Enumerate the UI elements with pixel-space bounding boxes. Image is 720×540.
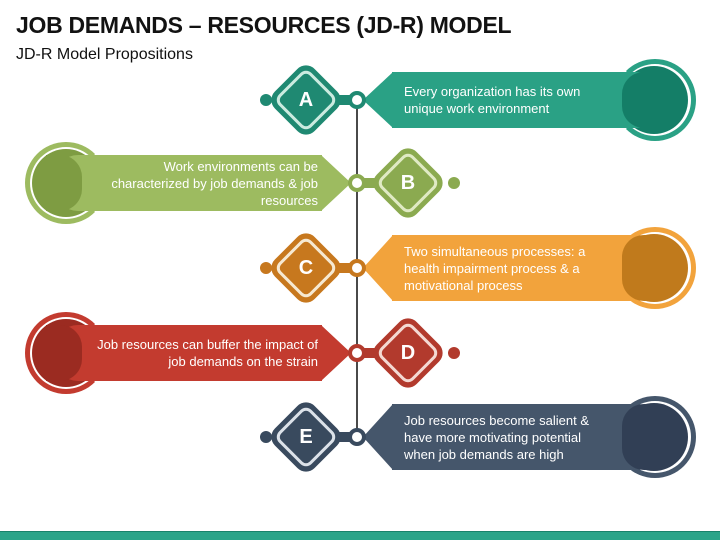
end-ring-arc	[25, 312, 107, 394]
timeline-node-icon	[348, 174, 366, 192]
diamond-stub-icon	[260, 262, 272, 274]
banner-arrow-tip-icon	[363, 235, 393, 301]
letter-label: A	[298, 88, 314, 111]
proposition-text: Every organization has its own unique wo…	[404, 84, 581, 116]
banner-dark-cap	[622, 404, 662, 470]
letter-label: D	[400, 341, 416, 364]
diamond-stub-icon	[260, 94, 272, 106]
banner-arrow-tip-icon	[363, 72, 393, 128]
timeline-node-icon	[348, 428, 366, 446]
diamond-stub-icon	[448, 177, 460, 189]
banner-dark-cap	[46, 325, 82, 381]
end-ring-arc	[614, 59, 696, 141]
proposition-banner	[392, 404, 658, 470]
proposition-banner	[56, 325, 322, 381]
timeline-node-icon	[348, 344, 366, 362]
letter-label: E	[299, 425, 313, 448]
end-ring-arc	[614, 227, 696, 309]
timeline-node-icon	[348, 259, 366, 277]
diamond-stub-icon	[448, 347, 460, 359]
diamond-stub-icon	[260, 431, 272, 443]
banner-arrow-tip-icon	[363, 404, 393, 470]
proposition-banner	[56, 155, 322, 211]
end-ring-arc	[614, 396, 696, 478]
banner-dark-cap	[46, 155, 82, 211]
end-ring-arc	[25, 142, 107, 224]
banner-dark-cap	[622, 72, 662, 128]
banner-arrow-tip-icon	[321, 155, 351, 211]
page-subtitle: JD-R Model Propositions	[16, 46, 193, 63]
banner-dark-cap	[622, 235, 662, 301]
banner-arrow-tip-icon	[321, 325, 351, 381]
proposition-text: Work environments can be characterized b…	[111, 158, 318, 208]
timeline-node-icon	[348, 91, 366, 109]
proposition-banner	[392, 72, 658, 128]
footer-accent-bar	[0, 531, 720, 540]
proposition-text: Job resources become salient & have more…	[404, 412, 589, 462]
page-title: JOB DEMANDS – RESOURCES (JD-R) MODEL	[16, 12, 512, 38]
proposition-banner	[392, 235, 658, 301]
proposition-text: Two simultaneous processes: a health imp…	[404, 243, 586, 293]
proposition-text: Job resources can buffer the impact of j…	[97, 337, 318, 369]
letter-label: C	[298, 256, 314, 279]
letter-label: B	[400, 171, 416, 194]
